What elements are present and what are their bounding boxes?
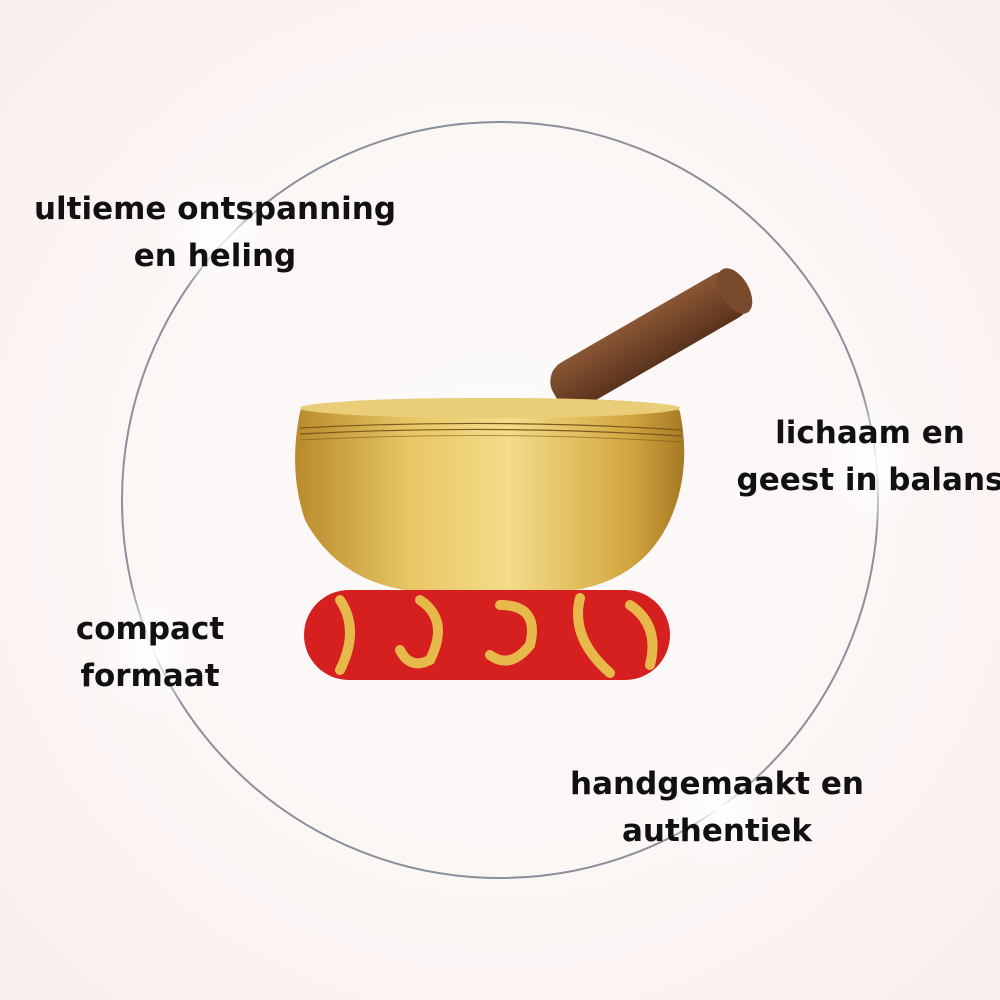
- feature-text: handgemaakt en: [570, 766, 864, 802]
- cushion: [304, 590, 670, 680]
- feature-text: lichaam en: [775, 415, 965, 451]
- feature-label-balance: lichaam en geest in balans: [737, 410, 1000, 504]
- feature-text: geest in balans: [736, 462, 1000, 498]
- feature-text: compact: [75, 611, 225, 647]
- feature-text: en heling: [133, 238, 297, 274]
- feature-label-compact: compact formaat: [76, 606, 224, 700]
- bowl: [295, 398, 685, 592]
- feature-text: ultieme ontspanning: [33, 191, 397, 227]
- mallet: [550, 268, 753, 409]
- feature-text: formaat: [80, 658, 220, 694]
- label-glows: [95, 175, 925, 870]
- feature-label-relaxation: ultieme ontspanning en heling: [34, 186, 396, 280]
- feature-text: authentiek: [621, 813, 813, 849]
- feature-label-handmade: handgemaakt en authentiek: [570, 761, 864, 855]
